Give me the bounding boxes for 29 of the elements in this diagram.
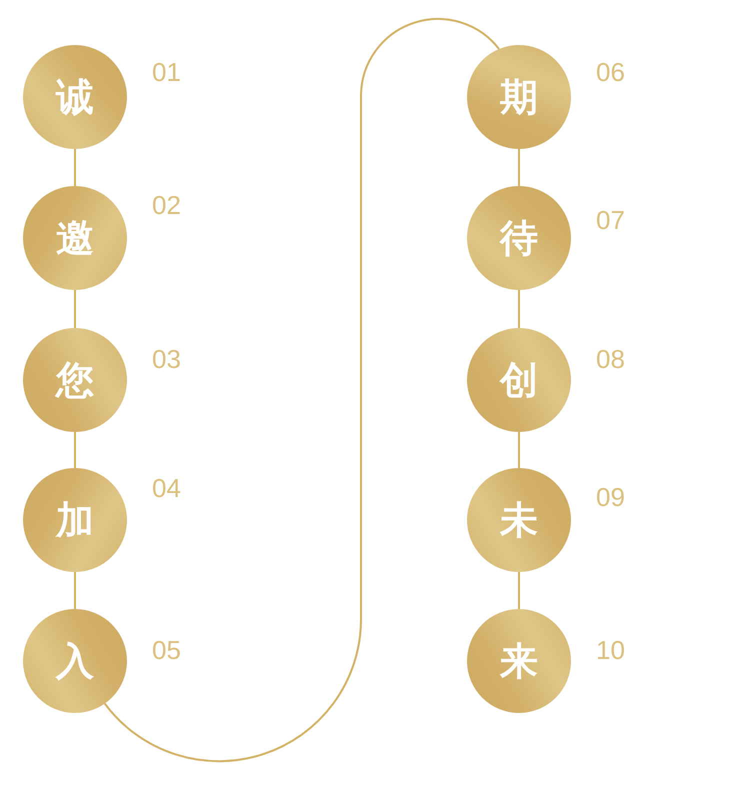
step-circle: 期 [467, 45, 571, 149]
connector-line [518, 290, 520, 328]
step-circle: 创 [467, 328, 571, 432]
step-number: 03 [152, 344, 181, 374]
step-circle: 入 [23, 609, 127, 713]
connector-line [74, 572, 76, 609]
step-circle: 未 [467, 468, 571, 572]
step-circle: 加 [23, 468, 127, 572]
step-number: 08 [596, 344, 625, 374]
step-circle: 来 [467, 609, 571, 713]
step-number: 05 [152, 635, 181, 665]
step-number: 10 [596, 635, 625, 665]
step-circle: 诚 [23, 45, 127, 149]
step-circle: 邀 [23, 186, 127, 290]
step-number: 09 [596, 482, 625, 512]
connector-line [74, 432, 76, 468]
connector-line [74, 149, 76, 186]
step-circle: 您 [23, 328, 127, 432]
step-number: 01 [152, 57, 181, 87]
connector-line [74, 290, 76, 328]
connector-line [518, 572, 520, 609]
step-number: 07 [596, 205, 625, 235]
step-circle: 待 [467, 186, 571, 290]
connector-line [518, 432, 520, 468]
step-number: 06 [596, 57, 625, 87]
step-number: 04 [152, 473, 181, 503]
connector-line [518, 149, 520, 186]
curved-connector [104, 18, 500, 762]
step-number: 02 [152, 190, 181, 220]
